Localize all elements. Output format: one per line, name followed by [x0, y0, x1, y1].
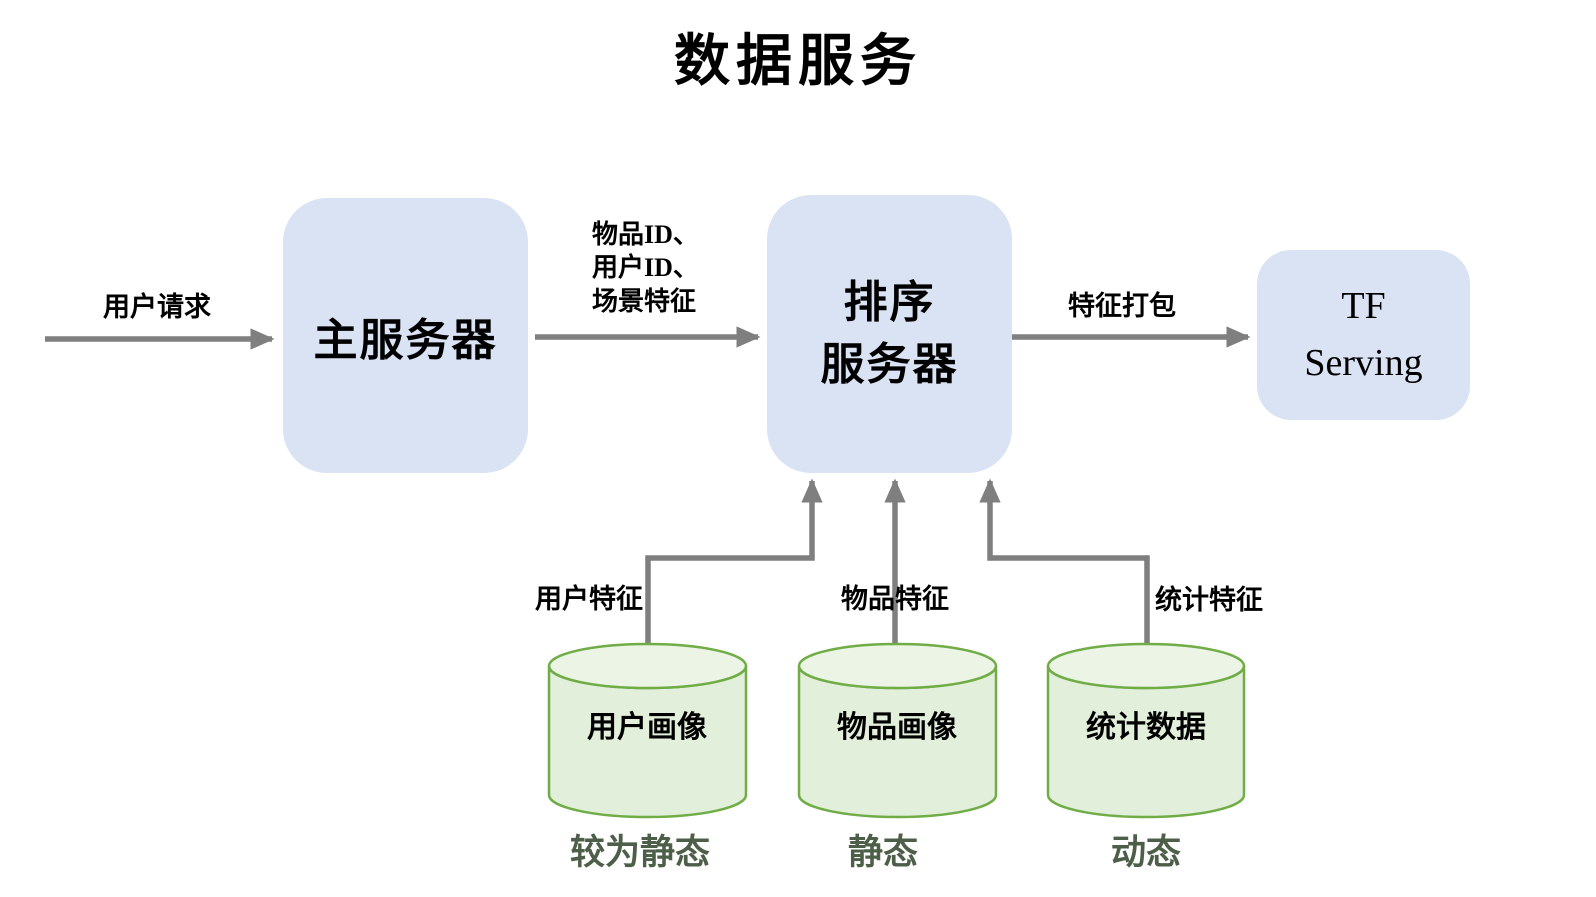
db-label-stat-data: 统计数据 [1086, 711, 1206, 744]
diagram-title: 数据服务 [674, 31, 922, 93]
node-main-server: 主服务器 [283, 198, 528, 473]
edge-label-feature-pack: 特征打包 [1068, 291, 1176, 321]
node-main-server-label: 主服务器 [313, 315, 498, 365]
edge-label-ids-line1: 物品ID、 [592, 220, 699, 249]
edge-label-item-features: 物品特征 [841, 584, 949, 614]
node-rank-server-line2: 服务器 [820, 340, 959, 389]
node-tf-serving: TF Serving [1257, 250, 1470, 420]
db-label-item-profile: 物品画像 [837, 711, 957, 744]
db-tag-item-profile: 静态 [847, 833, 918, 872]
node-rank-server-line1: 排序 [843, 278, 936, 328]
db-cylinder-stat-data [1046, 642, 1246, 819]
edge-label-user-features: 用户特征 [535, 584, 643, 614]
arrow-stat-features [979, 478, 1150, 650]
node-tf-serving-line1: TF [1341, 285, 1386, 327]
node-tf-serving-line2: Serving [1304, 342, 1423, 384]
arrow-user-features [645, 478, 823, 650]
edge-label-ids-features: 物品ID、 用户ID、 场景特征 [592, 218, 699, 318]
db-label-user-profile: 用户画像 [587, 711, 707, 744]
db-tag-user-profile: 较为静态 [569, 833, 710, 872]
edge-label-stat-features: 统计特征 [1155, 585, 1263, 615]
db-cylinder-user-profile [547, 642, 748, 819]
edge-label-ids-line2: 用户ID、 [592, 253, 699, 283]
node-rank-server: 排序 服务器 [767, 195, 1012, 473]
edge-label-user-request: 用户请求 [103, 292, 211, 322]
db-cylinder-item-profile [797, 642, 998, 819]
edge-label-ids-line3: 场景特征 [592, 286, 697, 316]
db-tag-stat-data: 动态 [1110, 833, 1181, 872]
